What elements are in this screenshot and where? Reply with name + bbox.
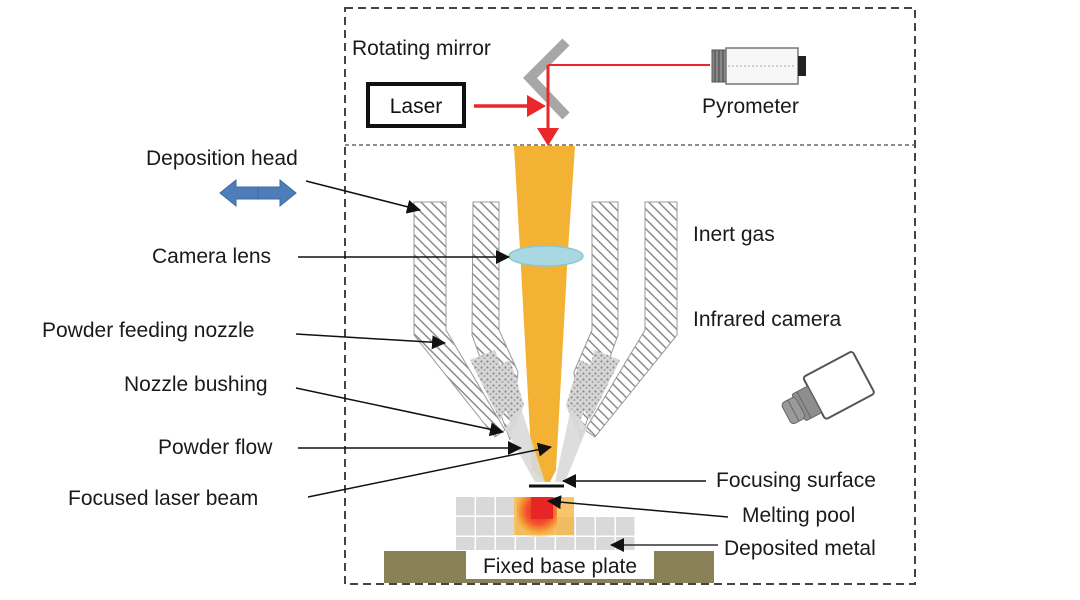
deposited-metal-block — [596, 537, 615, 550]
focusing-surface-label: Focusing surface — [716, 469, 876, 492]
system-boundary — [344, 7, 916, 585]
nozzle-bushing-leader — [295, 387, 504, 437]
deposited-metal-block — [456, 537, 475, 550]
deposited-metal-block — [536, 537, 555, 550]
deposition-head-leader — [305, 180, 421, 214]
focused-laser-beam-label: Focused laser beam — [68, 487, 258, 510]
camera-lens-icon — [508, 245, 584, 267]
deposited-metal-block — [456, 517, 475, 536]
pyrometer-label: Pyrometer — [702, 95, 799, 118]
deposited-metal-block — [496, 497, 515, 516]
camera-lens-label: Camera lens — [152, 245, 271, 268]
melting-pool-label: Melting pool — [742, 504, 855, 527]
rotating-mirror-label: Rotating mirror — [352, 37, 491, 60]
deposited-metal-block — [616, 517, 635, 536]
deposited-metal-block — [616, 537, 635, 550]
deposited-metal-label: Deposited metal — [724, 537, 876, 560]
powder-flow — [505, 408, 587, 482]
deposited-metal-block — [496, 517, 515, 536]
deposited-metal-block — [456, 497, 475, 516]
melting-pool-leader — [547, 495, 729, 518]
focused-laser-beam — [514, 146, 575, 482]
focused-laser-beam-leader — [307, 442, 552, 498]
laser-source-box — [366, 82, 466, 128]
inert-gas-label: Inert gas — [693, 223, 775, 246]
fixed-base-plate-label: Fixed base plate — [483, 555, 637, 578]
laser-label: Laser — [390, 95, 443, 118]
deposited-metal-block — [476, 497, 495, 516]
pyrometer-icon — [711, 47, 806, 85]
powder-feeding-nozzle-leader — [295, 333, 446, 350]
deposited-metal-block — [576, 537, 595, 550]
powder-flow-label: Powder flow — [158, 436, 273, 459]
infrared-camera-icon — [781, 351, 875, 425]
infrared-camera-label: Infrared camera — [693, 308, 842, 331]
powder-feeding-nozzle-label: Powder feeding nozzle — [42, 319, 254, 342]
deposited-metal-block — [476, 537, 495, 550]
laser-ray — [474, 64, 710, 146]
rotating-mirror-icon — [523, 38, 570, 120]
deposited-metal-block — [476, 517, 495, 536]
deposited-metal-block — [596, 517, 615, 536]
melting-pool — [517, 497, 557, 537]
deposition-head — [413, 201, 678, 441]
deposited-metal-block — [516, 537, 535, 550]
deposited-metal-block — [556, 537, 575, 550]
motion-double-arrow-icon — [219, 178, 297, 208]
deposited-metal-block — [496, 537, 515, 550]
deposited-metal-block — [576, 517, 595, 536]
nozzle-bushing-label: Nozzle bushing — [124, 373, 268, 396]
deposition-head-label: Deposition head — [146, 147, 298, 170]
base-plate-label-bg — [466, 551, 654, 579]
